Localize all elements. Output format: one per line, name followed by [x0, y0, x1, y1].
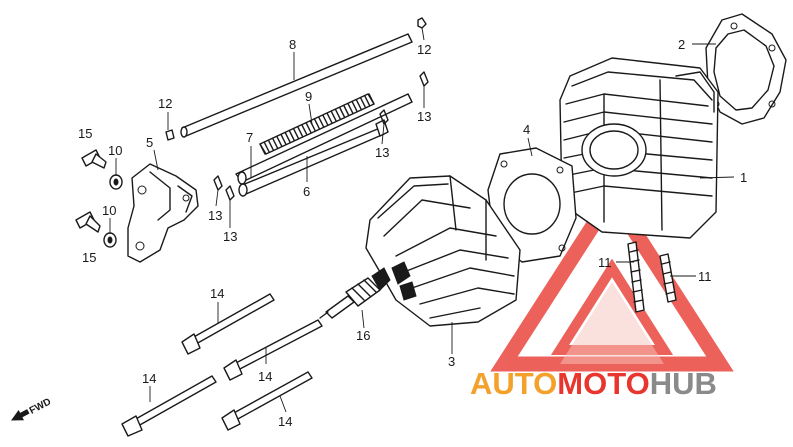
callout-8: 8 — [289, 37, 296, 52]
watermark-triangle-fill — [560, 282, 664, 364]
part-spring-9 — [259, 93, 375, 155]
watermark-word-1: AUTO — [470, 366, 557, 401]
part-stud-11b — [659, 253, 677, 303]
callout-14d: 14 — [278, 414, 292, 429]
fwd-label: FWD — [28, 396, 53, 416]
callout-4: 4 — [523, 122, 530, 137]
part-cylinder-head-3 — [365, 175, 521, 327]
part-clip-12a — [417, 17, 427, 29]
callout-10b: 10 — [102, 203, 116, 218]
callout-13b: 13 — [375, 145, 389, 160]
part-clip-13a — [419, 71, 429, 87]
callout-9: 9 — [305, 89, 312, 104]
part-gasket-2 — [705, 13, 787, 125]
callout-12a: 12 — [417, 42, 431, 57]
callout-3: 3 — [448, 354, 455, 369]
callout-13c: 13 — [208, 208, 222, 223]
callout-13a: 13 — [417, 109, 431, 124]
callout-10a: 10 — [108, 143, 122, 158]
fwd-arrow-icon — [11, 409, 30, 421]
callout-15a: 15 — [78, 126, 92, 141]
callout-15b: 15 — [82, 250, 96, 265]
part-bracket-5 — [127, 163, 199, 263]
part-washer-10b — [103, 232, 117, 248]
callout-5: 5 — [146, 135, 153, 150]
callout-12b: 12 — [158, 96, 172, 111]
fwd-indicator: FWD — [11, 396, 53, 421]
part-stud-11a — [627, 241, 645, 313]
callout-labels: 1 2 3 4 5 6 7 8 9 10 10 11 11 12 12 13 1… — [78, 37, 747, 429]
callout-11b: 11 — [698, 269, 712, 284]
part-clip-13b — [379, 109, 389, 125]
part-bolt-14d — [221, 371, 313, 431]
callout-14a: 14 — [210, 286, 224, 301]
callout-16: 16 — [356, 328, 370, 343]
callout-14c: 14 — [142, 371, 156, 386]
part-bolt-14a — [181, 293, 275, 355]
part-washer-10a — [109, 174, 123, 190]
watermark-word-2: MOTO — [557, 366, 649, 401]
callout-11a: 11 — [598, 255, 612, 270]
part-bolt-15a — [81, 149, 107, 169]
part-bolt-15b — [75, 211, 101, 233]
part-gasket-4 — [487, 147, 577, 263]
callout-14b: 14 — [258, 369, 272, 384]
part-bolt-14b — [223, 319, 323, 381]
part-clip-12b — [165, 129, 175, 141]
watermark-text: AUTOMOTOHUB — [470, 366, 717, 401]
part-cylinder-1 — [559, 57, 719, 239]
callout-7: 7 — [246, 130, 253, 145]
leader-lines — [109, 27, 735, 413]
callout-6: 6 — [303, 184, 310, 199]
part-spark-plug-16 — [319, 267, 391, 319]
part-rod-8 — [180, 33, 413, 138]
part-clip-13d — [225, 185, 235, 201]
callout-2: 2 — [678, 37, 685, 52]
callout-13d: 13 — [223, 229, 237, 244]
watermark-word-3: HUB — [650, 366, 717, 401]
part-bolt-14c — [121, 375, 217, 437]
callout-1: 1 — [740, 170, 747, 185]
part-tube-6 — [235, 93, 413, 197]
part-clip-13c — [213, 175, 223, 191]
